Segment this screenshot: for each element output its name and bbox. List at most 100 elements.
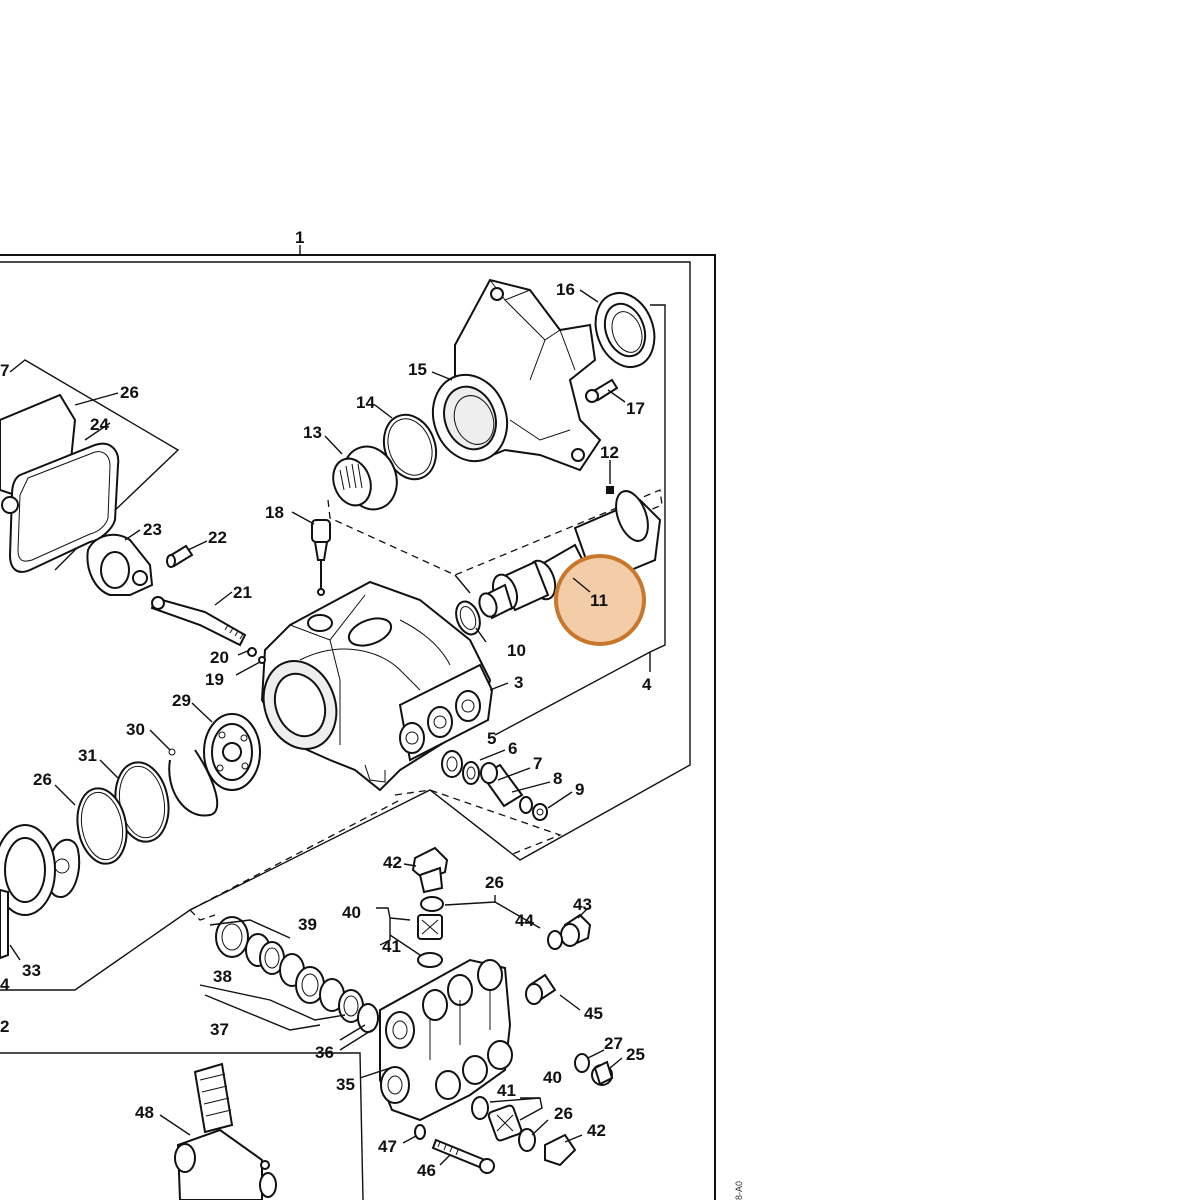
part-9-nut <box>532 803 548 821</box>
label-4b: 4 <box>0 975 10 994</box>
group-bracket-5-9 <box>394 789 562 856</box>
label-29: 29 <box>172 691 191 710</box>
label-6: 6 <box>508 739 517 758</box>
part-35-manifold <box>379 958 513 1122</box>
label-40a: 40 <box>342 903 361 922</box>
label-40b: 40 <box>543 1068 562 1087</box>
label-41b: 41 <box>497 1081 516 1100</box>
label-39: 39 <box>298 915 317 934</box>
part-44-oring-top <box>420 896 444 912</box>
part-21-piston-rod <box>150 596 247 647</box>
part-labels: 1 16 15 14 13 17 12 18 22 23 24 26 7 21 … <box>0 228 744 1200</box>
part-13-bearing <box>332 445 398 511</box>
leader-lines <box>9 289 626 1166</box>
part-10-circlip <box>455 600 481 636</box>
label-14: 14 <box>356 393 375 412</box>
part-42-plug-lower <box>544 1133 577 1167</box>
label-8: 8 <box>553 769 562 788</box>
label-21: 21 <box>233 583 252 602</box>
label-38: 38 <box>213 967 232 986</box>
label-43: 43 <box>573 895 592 914</box>
label-3: 3 <box>514 673 523 692</box>
group-bracket-26-top <box>9 359 180 571</box>
label-13: 13 <box>303 423 322 442</box>
bracket-lines-36-39 <box>199 919 366 1041</box>
label-26c: 26 <box>485 873 504 892</box>
label-37: 37 <box>210 1020 229 1039</box>
part-20-nut <box>247 647 257 657</box>
group-bracket-lower <box>189 799 401 921</box>
label-24: 24 <box>90 415 109 434</box>
label-9: 9 <box>575 780 584 799</box>
label-41a: 41 <box>382 937 401 956</box>
label-10: 10 <box>507 641 526 660</box>
part-33-cover <box>0 824 56 960</box>
label-23: 23 <box>143 520 162 539</box>
label-4: 4 <box>642 675 652 694</box>
label-11: 11 <box>590 591 608 610</box>
part-48-unloader <box>174 1062 277 1200</box>
part-27-ring <box>574 1053 590 1073</box>
label-42a: 42 <box>383 853 402 872</box>
label-45: 45 <box>584 1004 603 1023</box>
label-19: 19 <box>205 670 224 689</box>
part-22-pin <box>166 544 194 568</box>
label-33: 33 <box>22 961 41 980</box>
part-23-bracket <box>86 533 154 596</box>
part-19-washer <box>258 656 266 664</box>
part-5-seal <box>441 750 463 778</box>
part-17-screw <box>585 378 619 403</box>
doc-code: 8-A0 <box>734 1181 744 1200</box>
part-30-circlip <box>168 748 219 817</box>
label-36: 36 <box>315 1043 334 1062</box>
part-24-gasket <box>0 393 120 573</box>
label-2: 2 <box>0 1017 9 1036</box>
label-42b: 42 <box>587 1121 606 1140</box>
label-26d: 26 <box>554 1104 573 1123</box>
label-18: 18 <box>265 503 284 522</box>
part-3-crankcase <box>260 580 494 792</box>
part-25-plug <box>591 1060 614 1086</box>
part-43-plug <box>547 913 592 950</box>
label-12: 12 <box>600 443 619 462</box>
label-7a: 7 <box>0 361 9 380</box>
part-41-valve-top <box>417 914 443 968</box>
label-22: 22 <box>208 528 227 547</box>
part-15-flange <box>431 278 602 472</box>
label-20: 20 <box>210 648 229 667</box>
label-35: 35 <box>336 1075 355 1094</box>
part-47-washer <box>414 1124 426 1140</box>
label-31: 31 <box>78 746 97 765</box>
label-26a: 26 <box>120 383 139 402</box>
label-46: 46 <box>417 1161 436 1180</box>
part-7-plunger <box>480 762 524 808</box>
label-48: 48 <box>135 1103 154 1122</box>
label-30: 30 <box>126 720 145 739</box>
label-27: 27 <box>604 1034 623 1053</box>
part-42-plug-top <box>411 846 449 894</box>
label-15: 15 <box>408 360 427 379</box>
group-bracket-4 <box>327 304 666 736</box>
label-7: 7 <box>533 754 542 773</box>
label-1: 1 <box>295 228 304 247</box>
label-26b: 26 <box>33 770 52 789</box>
part-6-washer <box>462 761 480 785</box>
part-31-oring <box>76 761 170 865</box>
part-46-bolt <box>431 1138 495 1174</box>
part-12-key <box>606 486 614 494</box>
part-41-valve-lower <box>487 1104 536 1152</box>
part-29-ball-bearing <box>203 713 261 791</box>
part-45-fitting <box>525 973 557 1005</box>
label-5: 5 <box>487 729 496 748</box>
part-26-oring-lower <box>471 1096 489 1120</box>
group-frame-1 <box>0 245 716 1200</box>
part-8-ring <box>519 796 533 814</box>
label-47: 47 <box>378 1137 397 1156</box>
highlight-marker-11 <box>554 554 646 646</box>
label-17: 17 <box>626 399 645 418</box>
part-16-seal <box>594 292 656 368</box>
label-44: 44 <box>515 911 534 930</box>
label-25: 25 <box>626 1045 645 1064</box>
part-18-dipstick <box>311 519 331 596</box>
